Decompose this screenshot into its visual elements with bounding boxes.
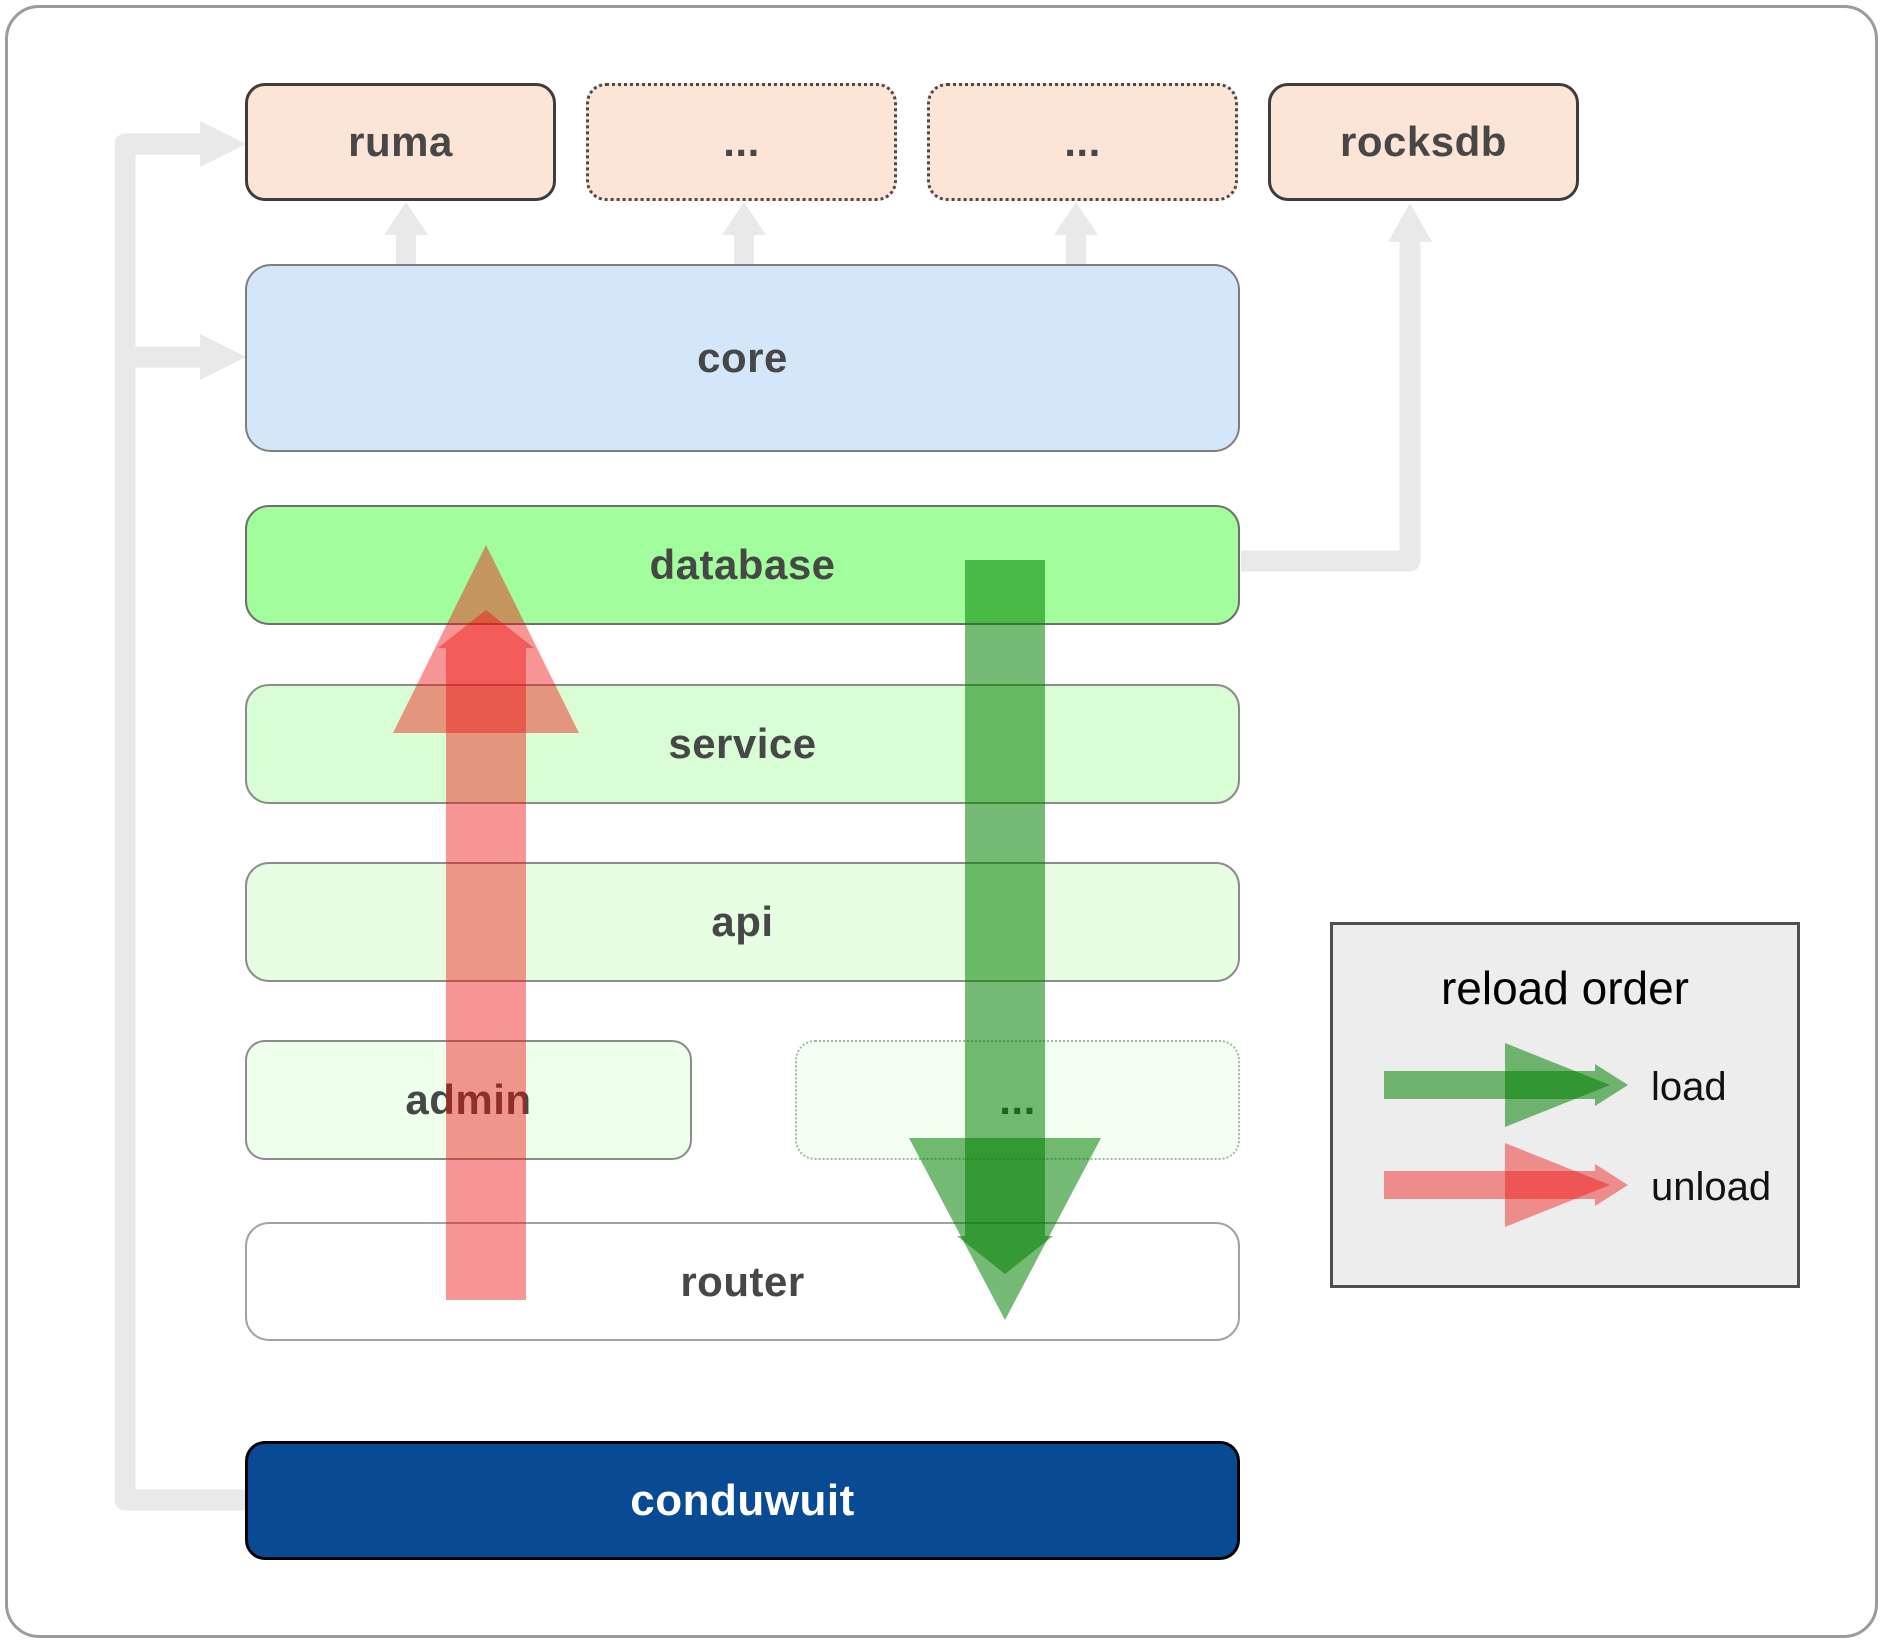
node-admin-label: admin [405, 1076, 532, 1123]
legend-unload-label: unload [1651, 1165, 1772, 1209]
node-api-label: api [711, 898, 774, 945]
core-to-ruma-arrow [384, 202, 428, 266]
node-admin: admin [245, 1040, 692, 1160]
node-dependency-ellipsis-1: ... [586, 83, 897, 201]
node-dependency-ellipsis-2-label: ... [1064, 118, 1101, 165]
spine-arrowhead-ruma [200, 121, 246, 167]
node-ruma: ruma [245, 83, 556, 201]
node-database-label: database [649, 541, 836, 588]
rocksdb-arrowhead [1388, 203, 1432, 242]
node-ruma-label: ruma [348, 118, 453, 165]
legend-load-label: load [1651, 1065, 1727, 1109]
node-service-ellipsis-label: ... [999, 1076, 1036, 1123]
legend-title: reload order [1440, 962, 1690, 1014]
node-api: api [245, 862, 1240, 982]
node-conduwuit: conduwuit [245, 1441, 1240, 1560]
spine-arrowhead-core [200, 334, 246, 380]
node-dependency-ellipsis-2: ... [927, 83, 1238, 201]
node-rocksdb: rocksdb [1268, 83, 1579, 201]
node-core-label: core [697, 334, 788, 381]
node-core: core [245, 264, 1240, 452]
database-to-rocksdb-line [1241, 240, 1421, 572]
conduwuit-spine-line [114, 133, 245, 1511]
core-to-dep2-arrow [1054, 202, 1098, 266]
node-service: service [245, 684, 1240, 804]
node-dependency-ellipsis-1-label: ... [723, 118, 760, 165]
node-service-label: service [668, 720, 817, 767]
legend-reload-order: reload order load unload [1330, 922, 1800, 1288]
node-router-label: router [680, 1257, 805, 1305]
core-to-dep1-arrow [722, 202, 766, 266]
node-database: database [245, 505, 1240, 625]
node-router: router [245, 1222, 1240, 1341]
node-rocksdb-label: rocksdb [1340, 118, 1507, 165]
node-service-ellipsis: ... [795, 1040, 1240, 1160]
node-conduwuit-label: conduwuit [630, 1475, 855, 1525]
diagram-frame [5, 5, 1878, 1638]
